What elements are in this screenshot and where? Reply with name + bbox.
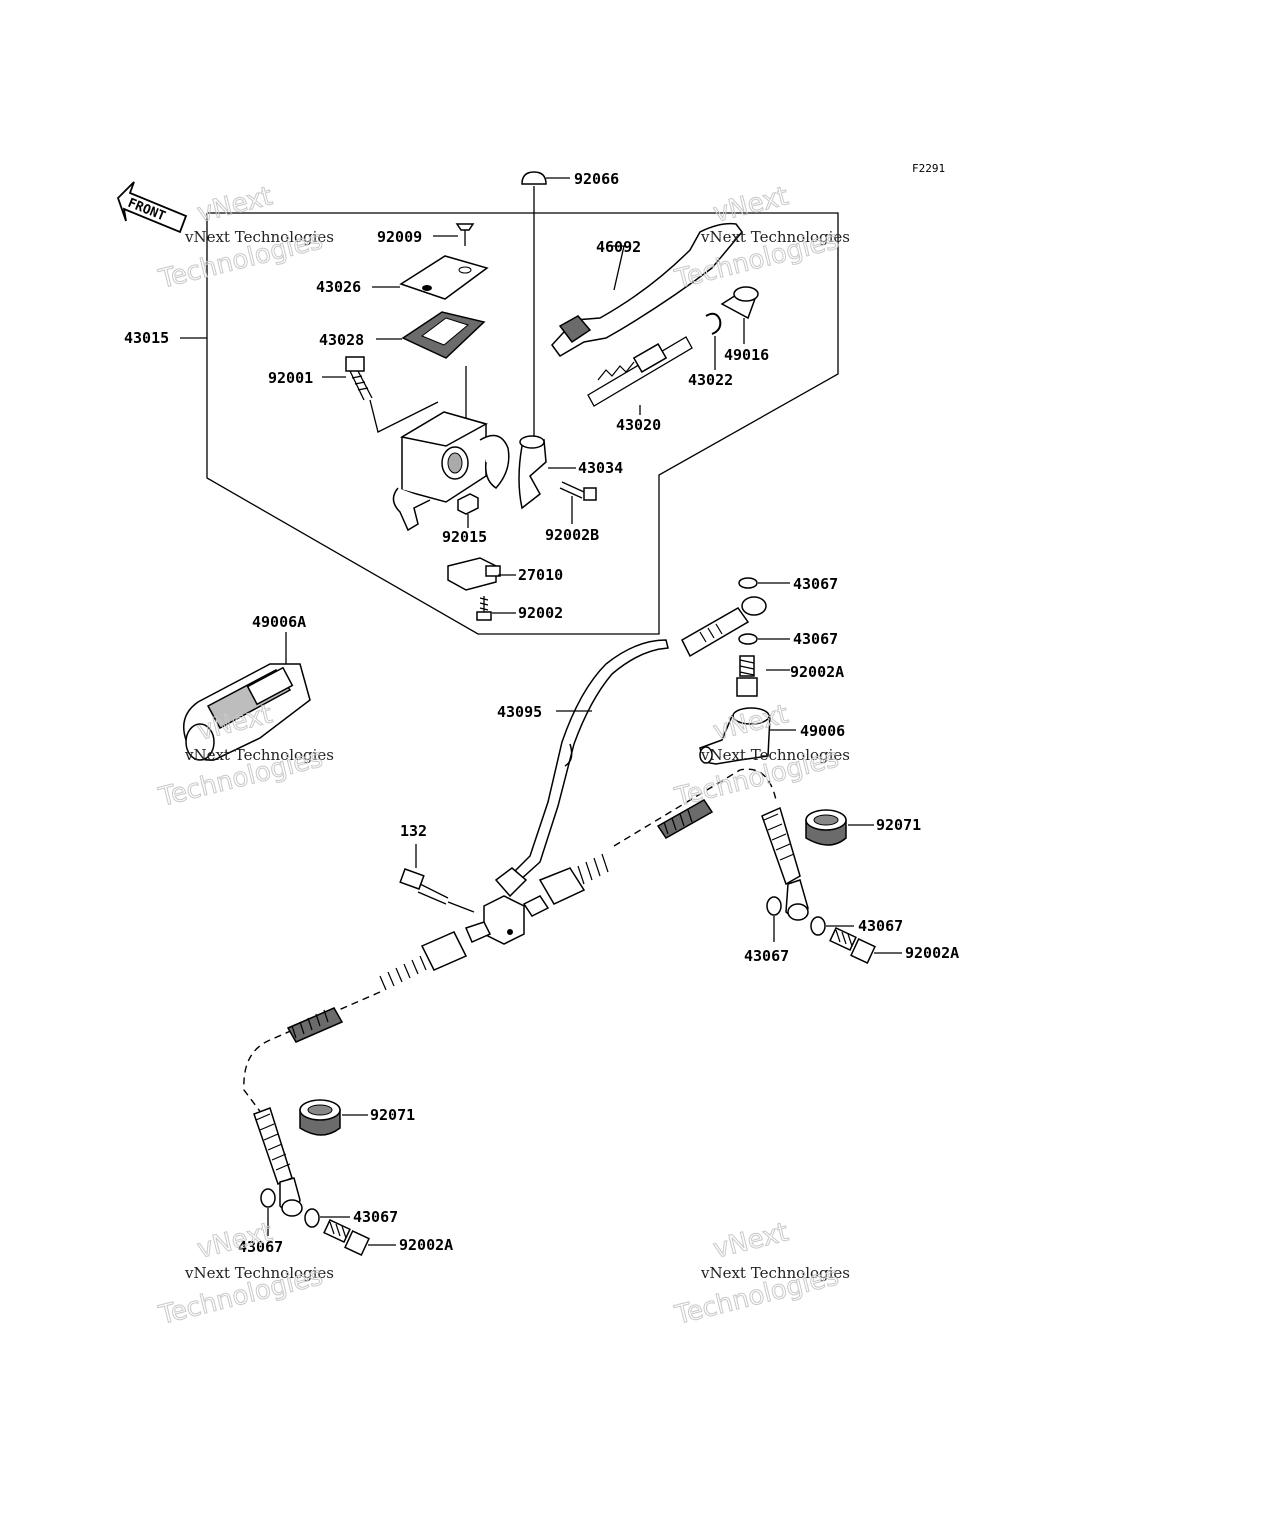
screw-92002 <box>476 596 516 621</box>
piston-kit-43020 <box>587 336 693 415</box>
label-43022: 43022 <box>688 371 733 389</box>
brake-lever-46092 <box>551 222 743 357</box>
master-cylinder-body <box>392 366 510 532</box>
svg-text:vNext: vNext <box>194 181 275 228</box>
label-43020: 43020 <box>616 416 661 434</box>
label-43067-b: 43067 <box>793 630 838 648</box>
clamp-43034 <box>518 435 576 510</box>
bolt-92002A-right <box>829 927 902 964</box>
label-92001: 92001 <box>268 369 313 387</box>
reservoir-cap-43026 <box>372 255 489 300</box>
svg-text:vNext: vNext <box>194 1217 275 1264</box>
cap-92066 <box>521 171 570 440</box>
label-43015: 43015 <box>124 329 169 347</box>
junction-block <box>483 895 525 945</box>
label-49006A: 49006A <box>252 613 306 631</box>
label-92002A-b: 92002A <box>905 944 959 962</box>
label-92002A-c: 92002A <box>399 1236 453 1254</box>
watermark-3: vNext vNext Technologies Technologies <box>155 699 334 814</box>
bolt-92002B <box>559 481 597 524</box>
label-43095: 43095 <box>497 703 542 721</box>
watermark-5: vNext vNext Technologies Technologies <box>155 1217 334 1332</box>
grommet-92071-left <box>299 1099 368 1136</box>
svg-text:vNext Technologies: vNext Technologies <box>700 1264 850 1282</box>
watermark-1: vNext vNext Technologies Technologies <box>155 181 334 296</box>
svg-text:vNext Technologies: vNext Technologies <box>700 746 850 764</box>
bolt-92002A-left <box>323 1219 396 1256</box>
svg-text:vNext: vNext <box>710 1217 791 1264</box>
label-49016: 49016 <box>724 346 769 364</box>
label-43067-f: 43067 <box>238 1238 283 1256</box>
label-92002B: 92002B <box>545 526 599 544</box>
label-132: 132 <box>400 822 427 840</box>
label-92066: 92066 <box>574 170 619 188</box>
washer-43067-right <box>766 896 854 942</box>
diaphragm-43028 <box>376 311 486 359</box>
label-27010: 27010 <box>518 566 563 584</box>
assembly-boundary <box>206 212 839 635</box>
screw-92009 <box>433 223 475 246</box>
label-43067-d: 43067 <box>744 947 789 965</box>
brake-line-right <box>522 768 809 921</box>
label-92015: 92015 <box>442 528 487 546</box>
label-92071-a: 92071 <box>876 816 921 834</box>
bolt-132 <box>399 844 475 913</box>
label-92002A-a: 92002A <box>790 663 844 681</box>
watermark-4: vNext vNext Technologies Technologies <box>671 699 850 814</box>
boot-49016 <box>720 286 759 344</box>
svg-text:vNext Technologies: vNext Technologies <box>184 228 334 246</box>
front-arrow-icon: FRONT <box>116 181 188 234</box>
label-43067-c: 43067 <box>858 917 903 935</box>
label-43067-e: 43067 <box>353 1208 398 1226</box>
switch-27010 <box>447 557 516 591</box>
washer-43067-left <box>260 1188 350 1236</box>
label-92002: 92002 <box>518 604 563 622</box>
label-43026: 43026 <box>316 278 361 296</box>
label-92071-b: 92071 <box>370 1106 415 1124</box>
bolt-92002A-upper <box>736 655 790 697</box>
svg-text:vNext Technologies: vNext Technologies <box>700 228 850 246</box>
watermark-6: vNext vNext Technologies Technologies <box>671 1217 850 1332</box>
label-43067-a: 43067 <box>793 575 838 593</box>
svg-text:vNext Technologies: vNext Technologies <box>184 1264 334 1282</box>
nut-92015 <box>457 493 479 528</box>
bolt-92001 <box>322 356 439 433</box>
fitting-49006 <box>699 707 796 765</box>
circlip-43022 <box>705 312 722 370</box>
label-43028: 43028 <box>319 331 364 349</box>
svg-text:vNext Technologies: vNext Technologies <box>184 746 334 764</box>
brake-line-left <box>243 921 492 1217</box>
label-92009: 92009 <box>377 228 422 246</box>
washer-43067-top <box>738 577 790 645</box>
label-43034: 43034 <box>578 459 623 477</box>
caliper-assembly-49006A <box>183 632 311 761</box>
label-46092: 46092 <box>596 238 641 256</box>
diagram-code: F2291 <box>912 162 945 175</box>
grommet-92071-right <box>805 809 874 846</box>
label-49006: 49006 <box>800 722 845 740</box>
brake-hose-43095 <box>494 596 767 898</box>
svg-text:vNext: vNext <box>710 181 791 228</box>
